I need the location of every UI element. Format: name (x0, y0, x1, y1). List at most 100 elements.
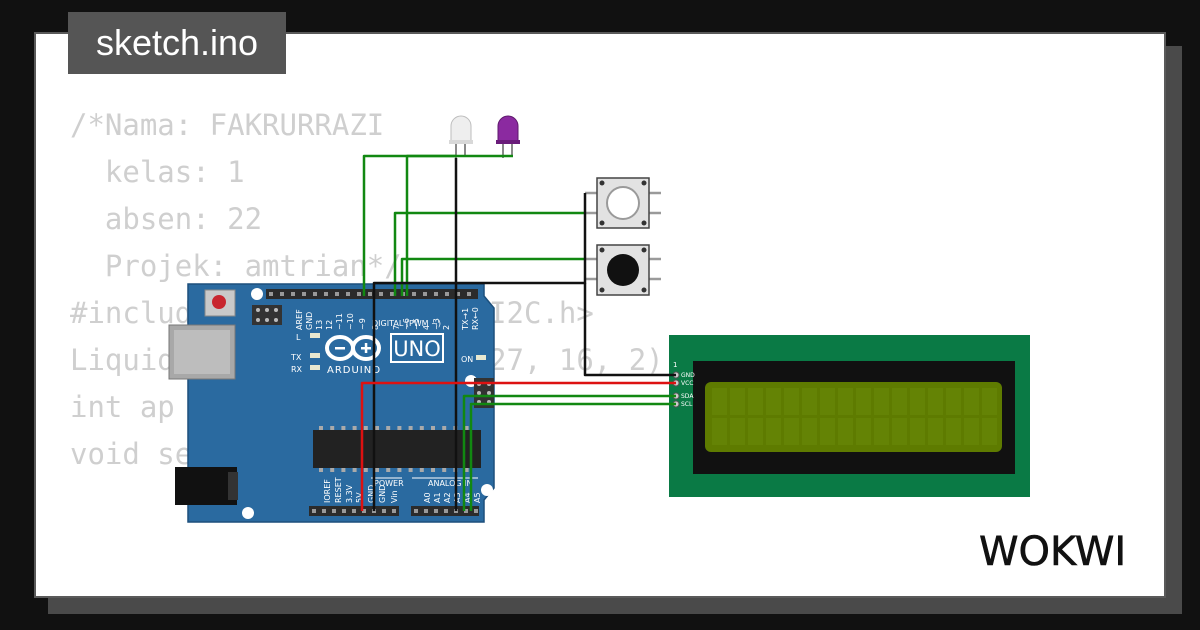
pin-label: ~5 (412, 318, 421, 330)
header-pin[interactable] (379, 292, 383, 296)
header-pin[interactable] (467, 292, 471, 296)
lcd-char-cell (712, 418, 727, 445)
led-purple-icon[interactable] (496, 115, 520, 158)
lcd-char-cell (928, 388, 943, 415)
chip-pin (363, 468, 368, 472)
pin-label: 12 (325, 320, 334, 330)
chip-pin (442, 426, 447, 430)
wire-black (372, 193, 587, 296)
lcd-char-cell (928, 418, 943, 445)
header-pin[interactable] (362, 509, 366, 513)
chip-pin (375, 468, 379, 472)
digital-label: DIGITAL (PWM ~) (372, 319, 441, 328)
header-pin[interactable] (335, 292, 339, 296)
power-jack-icon (175, 467, 238, 505)
file-tab[interactable]: sketch.ino (68, 12, 286, 74)
led-l-label: L (296, 333, 301, 342)
lcd-pin-number: 1 (673, 361, 677, 369)
header-pin[interactable] (382, 509, 386, 513)
code-line: Projek: amtrian*/ (70, 249, 402, 283)
header-pin[interactable] (456, 292, 460, 296)
header-pin[interactable] (291, 292, 295, 296)
header-pin[interactable] (390, 292, 394, 296)
header-pin[interactable] (342, 509, 346, 513)
header-pin[interactable] (324, 292, 328, 296)
pin-label: 13 (315, 320, 324, 330)
pin-label: Vin (390, 490, 399, 503)
arduino-infinity-logo-icon (325, 335, 381, 361)
power-label: POWER (374, 479, 404, 488)
pin-label: GND (378, 485, 387, 503)
code-line: int ap (70, 390, 175, 424)
led-white-icon[interactable] (449, 115, 473, 158)
lcd-char-cell (856, 418, 871, 445)
header-pin[interactable] (302, 292, 306, 296)
header-pin[interactable] (332, 509, 336, 513)
wire-black (583, 283, 676, 377)
lcd-char-cell (964, 388, 979, 415)
header-pin[interactable] (357, 292, 361, 296)
atmega-chip (313, 426, 481, 472)
mount-hole (242, 507, 254, 519)
header-pin[interactable] (312, 509, 316, 513)
chip-pin (341, 468, 346, 472)
pin-label: 7 (392, 325, 401, 330)
header-pin[interactable] (434, 509, 438, 513)
header-pin[interactable] (424, 509, 428, 513)
header-pin[interactable] (414, 509, 418, 513)
header-pin[interactable] (464, 509, 468, 513)
lcd-char-cell (730, 388, 745, 415)
header-pin[interactable] (352, 509, 356, 513)
chip-pin (319, 468, 323, 472)
wokwi-logo-icon: WOKWI (979, 529, 1127, 576)
lcd-pin-label: GND (681, 372, 695, 379)
pin-label: ~11 (335, 313, 344, 330)
code-line: kelas: 1 (70, 155, 245, 189)
lcd-pin-label: SCL (681, 401, 693, 408)
header-pin[interactable] (322, 509, 326, 513)
pushbutton-icon[interactable] (585, 177, 661, 229)
header-pin[interactable] (346, 292, 350, 296)
lcd-char-cell (982, 418, 997, 445)
led-rx-indicator (310, 365, 320, 370)
pushbutton-icon[interactable] (585, 244, 661, 296)
lcd-pin-label: VCC (681, 380, 693, 387)
lcd-char-cell (892, 418, 907, 445)
header-pin[interactable] (445, 292, 449, 296)
chip-pin (352, 468, 357, 472)
header-pin[interactable] (434, 292, 438, 296)
header-pin[interactable] (280, 292, 284, 296)
pin-label: 4 (422, 325, 431, 330)
lcd-char-cell (820, 418, 835, 445)
header-pin[interactable] (444, 509, 448, 513)
header-pin[interactable] (368, 292, 372, 296)
wire-green (362, 154, 456, 296)
header-pin[interactable] (313, 292, 317, 296)
led-tx-indicator (310, 353, 320, 358)
header-pin[interactable] (412, 292, 416, 296)
header-pin[interactable] (423, 292, 427, 296)
chip-pin (397, 426, 402, 430)
chip-pin (397, 468, 402, 472)
chip-pin (431, 468, 435, 472)
header-pin[interactable] (269, 292, 273, 296)
header-pin[interactable] (392, 509, 396, 513)
lcd-char-cell (802, 418, 817, 445)
arduino-label: ARDUINO (327, 365, 381, 376)
lcd-char-cell (892, 388, 907, 415)
wire-green (405, 154, 513, 296)
chip-pin (363, 426, 368, 430)
header-pin[interactable] (474, 509, 478, 513)
chip-pin (386, 468, 391, 472)
reset-button-icon[interactable] (204, 289, 236, 317)
mount-hole (251, 288, 263, 300)
led-tx-label: TX (290, 353, 302, 362)
lcd-char-cell (910, 388, 925, 415)
lcd-char-cell (982, 388, 997, 415)
pin-label: 2 (442, 325, 451, 330)
icsp-header (252, 305, 282, 325)
mount-hole (481, 484, 493, 496)
